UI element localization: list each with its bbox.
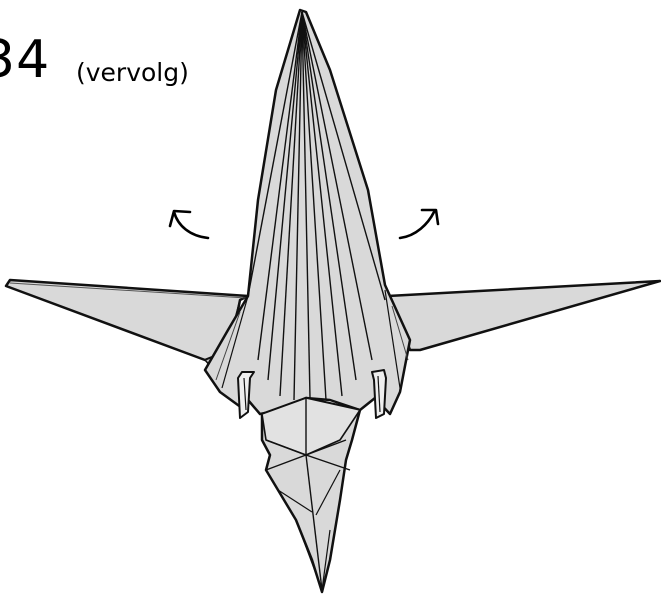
right-arrow <box>400 210 438 238</box>
right-wing <box>388 281 660 350</box>
fuselage <box>205 10 410 414</box>
tail <box>262 398 360 592</box>
left-wing <box>6 280 248 368</box>
right-intake <box>372 370 386 418</box>
left-arrow <box>170 211 208 238</box>
